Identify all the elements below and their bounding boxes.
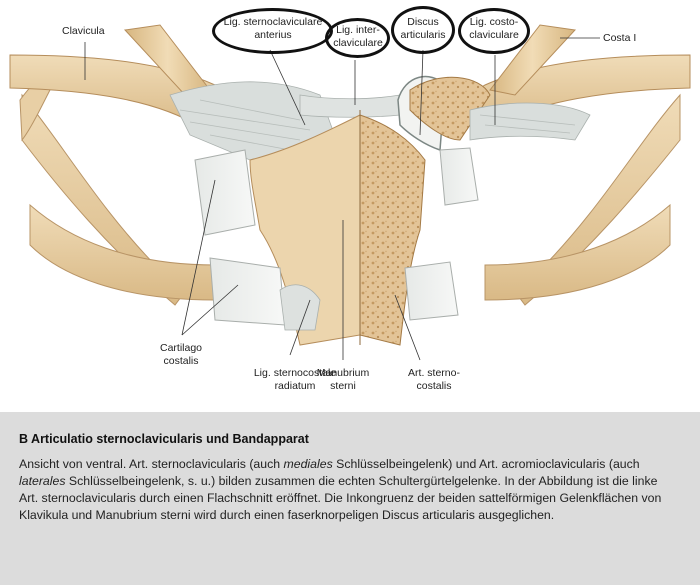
caption-text-1: Ansicht von ventral. Art. sternoclavicul… [19, 457, 284, 471]
label-clavicula: Clavicula [62, 25, 105, 37]
caption-text-3: Schlüsselbeingelenk, s. u.) bilden zusam… [19, 474, 662, 522]
label-lig-interclaviculare: Lig. inter- claviculare [333, 24, 383, 49]
caption-text-2: Schlüsselbeingelenk) und Art. acromiocla… [332, 457, 640, 471]
caption-body: Ansicht von ventral. Art. sternoclavicul… [19, 456, 669, 524]
lig-costoclaviculare-shape [469, 102, 591, 141]
circle-marker-lig-costoclaviculare [458, 8, 530, 54]
caption-title: B Articulatio sternoclavicularis und Ban… [19, 432, 309, 446]
caption-emphasis-mediales: mediales [283, 457, 333, 471]
sternoclavicular-joint-drawing [9, 24, 691, 361]
cartilago-costalis-left-2 [209, 257, 286, 326]
label-costa-i: Costa I [603, 32, 637, 44]
label-lig-costoclaviculare: Lig. costo- claviculare [469, 16, 519, 41]
anatomy-illustration: Clavicula Lig. sternoclaviculare anteriu… [9, 6, 691, 392]
label-cartilago-costalis: Cartilago costalis [159, 342, 203, 367]
caption-emphasis-laterales: laterales [19, 474, 66, 488]
label-art-sternocostalis: Art. sterno- costalis [408, 367, 460, 392]
label-lig-sternocostale-radiatum: Lig. sternocostale radiatum [253, 367, 337, 392]
label-discus-articularis: Discus articularis [400, 16, 446, 41]
label-manubrium-sterni: Manubrium sterni [316, 367, 370, 392]
circle-marker-lig-interclaviculare [325, 18, 390, 58]
lig-sternocostale-radiatum-shape [279, 284, 321, 331]
label-lig-sternoclaviculare-anterius: Lig. sternoclaviculare anterius [223, 16, 323, 41]
circle-marker-discus-articularis [391, 6, 455, 54]
figure-caption: B Articulatio sternoclavicularis und Ban… [0, 412, 700, 585]
cartilago-costalis-right-1 [439, 147, 479, 206]
leader-lines [84, 37, 600, 361]
cartilago-costalis-left-1 [194, 149, 256, 236]
cartilago-costalis-right-2 [404, 261, 459, 321]
lig-interclaviculare-shape [299, 94, 401, 118]
manubrium-right-section [359, 114, 426, 346]
rib-right-lower [484, 203, 671, 301]
clavicle-upper-right [489, 24, 577, 96]
